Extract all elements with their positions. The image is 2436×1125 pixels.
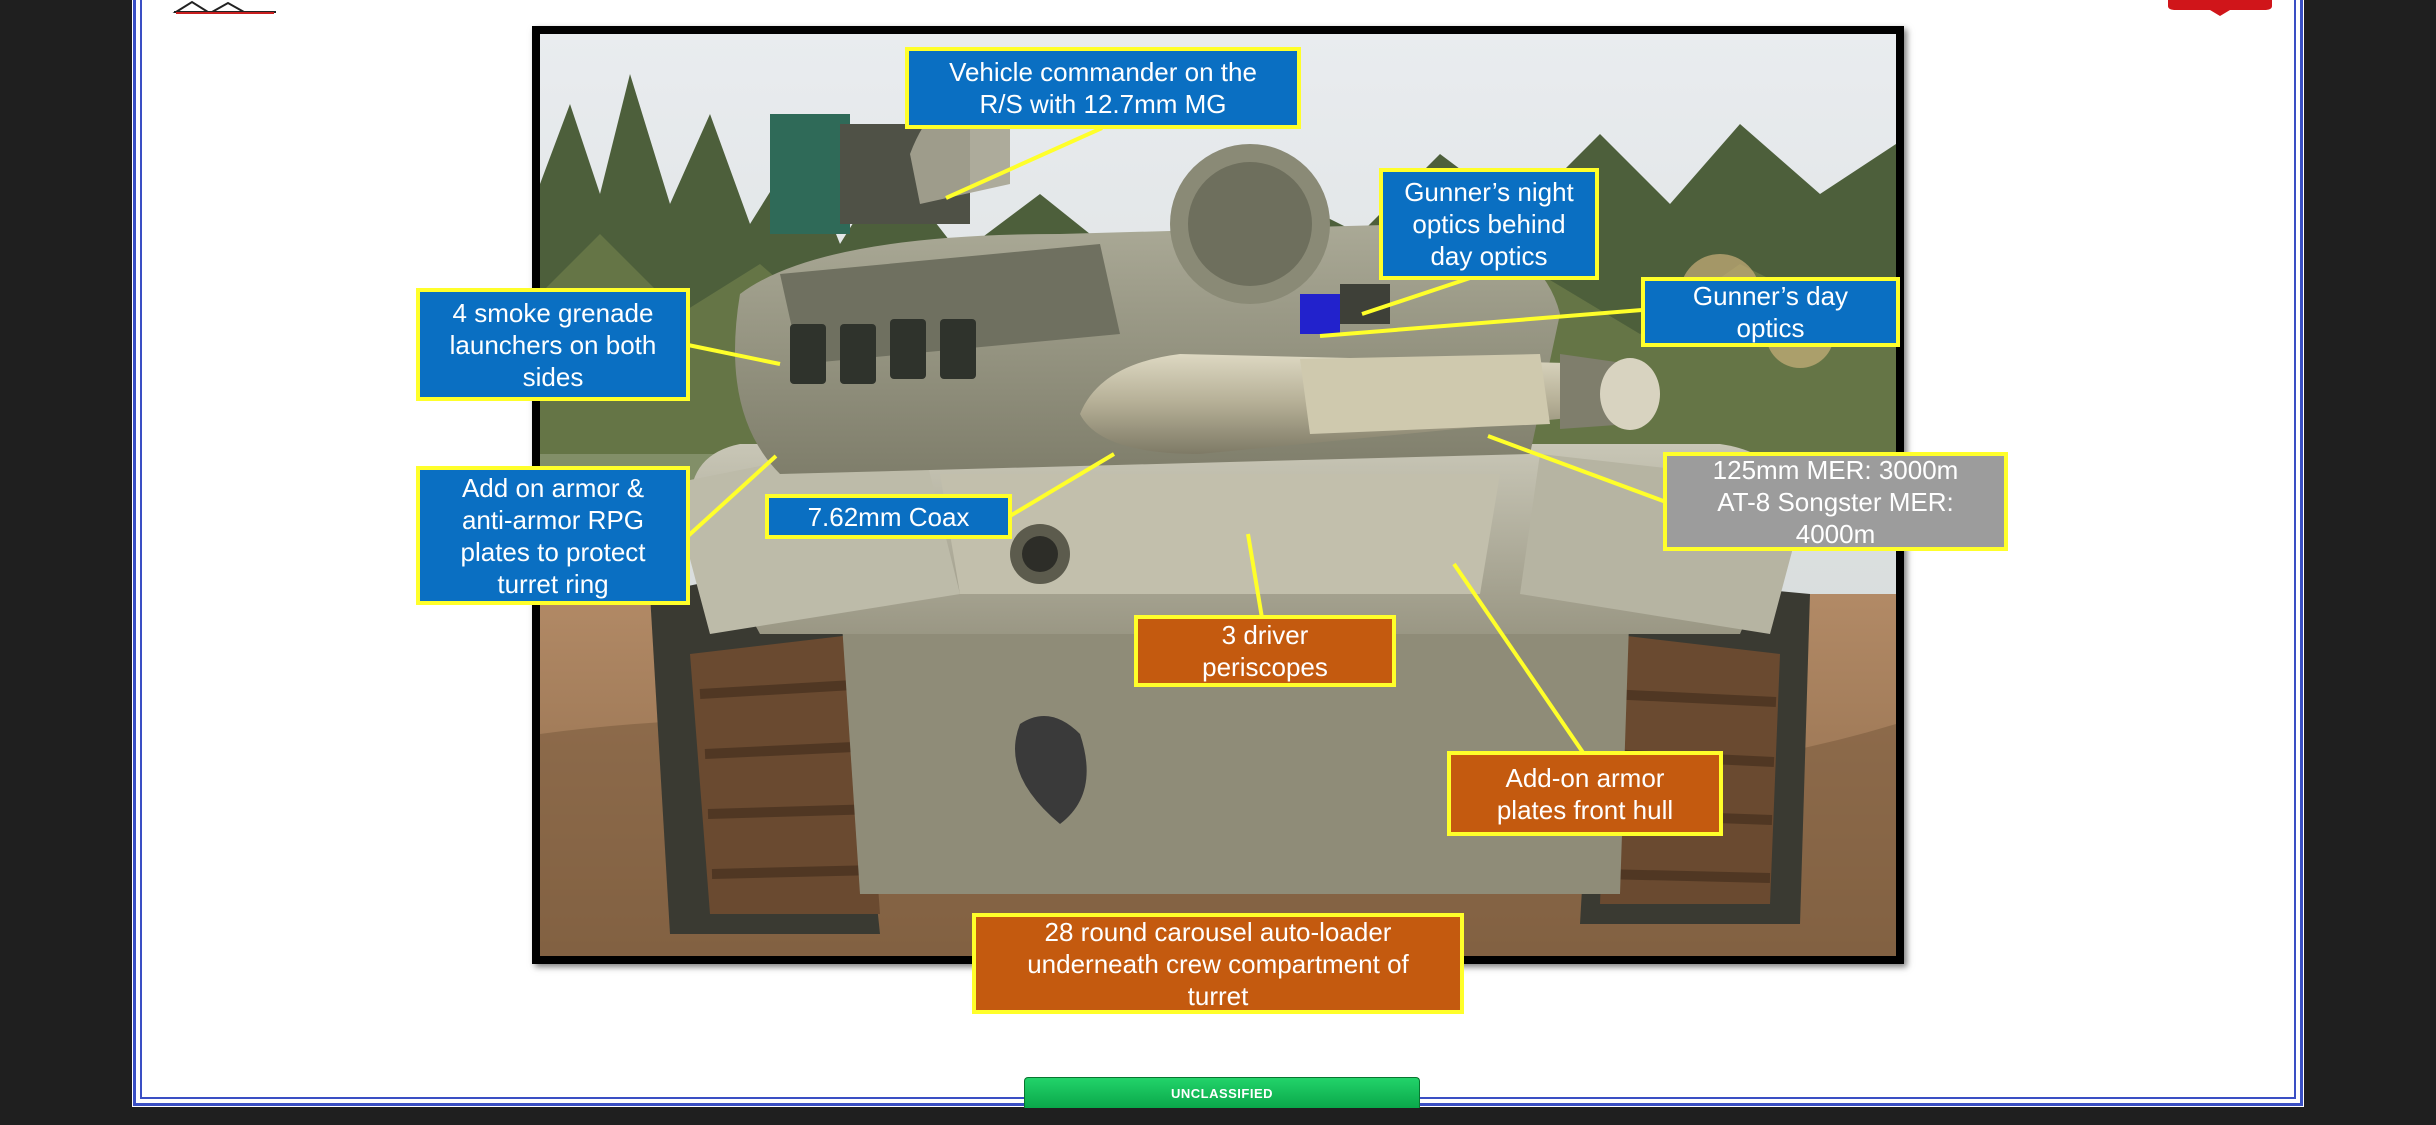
organization-logo <box>172 0 276 14</box>
callout-hull-armor: Add-on armor plates front hull <box>1447 751 1723 836</box>
callout-main-gun: 125mm MER: 3000m AT-8 Songster MER: 4000… <box>1663 452 2008 551</box>
classification-banner: UNCLASSIFIED <box>1024 1077 1420 1108</box>
callout-night-optics: Gunner’s night optics behind day optics <box>1379 168 1599 280</box>
callout-day-optics: Gunner’s day optics <box>1641 277 1900 347</box>
callout-coax: 7.62mm Coax <box>765 494 1012 539</box>
callout-add-on-armor-turret: Add on armor & anti-armor RPG plates to … <box>416 466 690 605</box>
callout-smoke-launchers: 4 smoke grenade launchers on both sides <box>416 288 690 401</box>
callout-driver-periscopes: 3 driver periscopes <box>1134 615 1396 687</box>
callout-commander: Vehicle commander on the R/S with 12.7mm… <box>905 47 1301 129</box>
unit-emblem-icon <box>2168 0 2272 16</box>
callout-autoloader: 28 round carousel auto-loader underneath… <box>972 913 1464 1014</box>
